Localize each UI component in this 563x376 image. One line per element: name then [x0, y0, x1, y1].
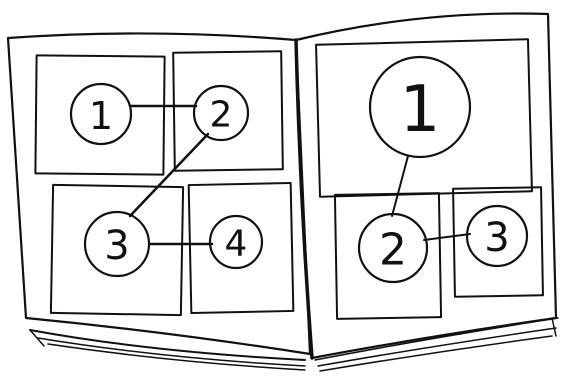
left-node-2: 2 — [194, 86, 248, 140]
right-node-3-label: 3 — [484, 215, 509, 261]
right-node-2: 2 — [359, 214, 427, 282]
right-node-3: 3 — [467, 206, 527, 266]
left-node-2-label: 2 — [210, 95, 233, 136]
left-page: 1 2 3 4 — [8, 33, 310, 354]
right-node-1-label: 1 — [400, 73, 441, 147]
right-node-1: 1 — [370, 57, 470, 157]
connector-right-1-2 — [392, 156, 408, 216]
connector-right-2-3 — [424, 234, 470, 240]
left-node-4: 4 — [210, 216, 262, 268]
left-node-1: 1 — [71, 84, 131, 144]
right-page: 1 2 3 — [296, 14, 556, 358]
left-node-1-label: 1 — [89, 94, 113, 138]
right-node-2-label: 2 — [379, 225, 407, 276]
left-node-4-label: 4 — [225, 224, 248, 265]
left-node-3: 3 — [85, 212, 149, 276]
left-node-3-label: 3 — [104, 223, 129, 269]
